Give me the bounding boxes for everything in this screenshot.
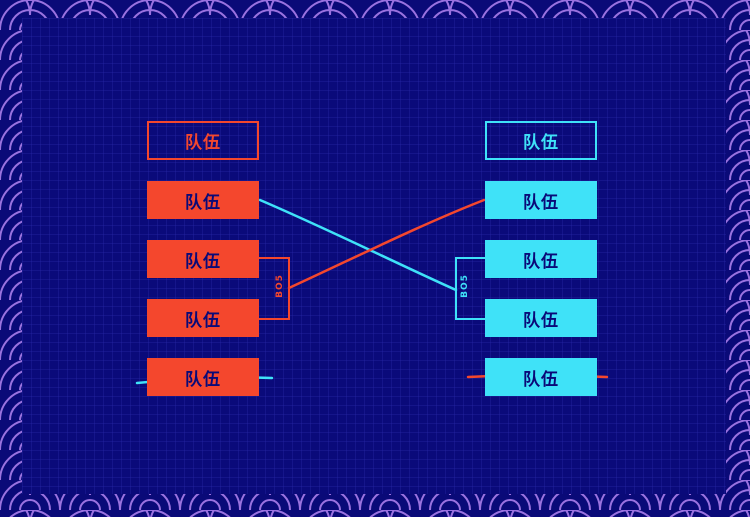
right-team-2: 队伍	[485, 240, 597, 278]
bracket-panel	[22, 18, 726, 494]
left-series-label: BO5	[275, 274, 285, 298]
left-team-3: 队伍	[147, 299, 259, 337]
left-team-1: 队伍	[147, 181, 259, 219]
right-team-3: 队伍	[485, 299, 597, 337]
right-series-label: BO5	[460, 274, 470, 298]
right-header: 队伍	[485, 121, 597, 160]
left-team-2: 队伍	[147, 240, 259, 278]
right-team-1: 队伍	[485, 181, 597, 219]
left-header: 队伍	[147, 121, 259, 160]
left-team-4: 队伍	[147, 358, 259, 396]
right-team-4: 队伍	[485, 358, 597, 396]
